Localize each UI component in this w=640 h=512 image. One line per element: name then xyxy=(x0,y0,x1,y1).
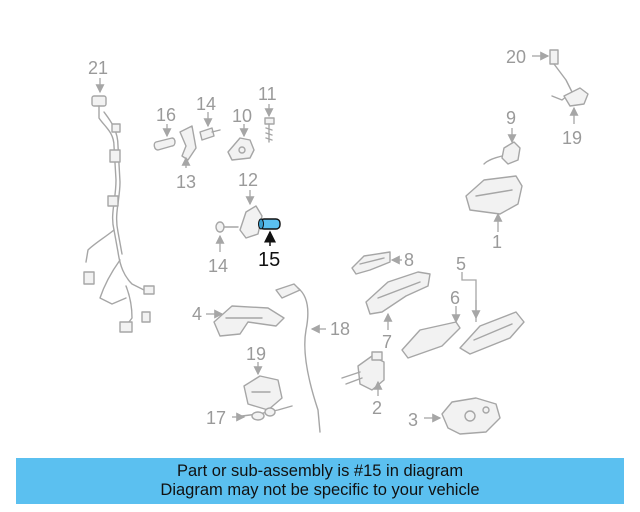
part-14-bolt-top xyxy=(199,127,221,141)
callout-7: 7 xyxy=(382,332,392,352)
callout-6: 6 xyxy=(450,288,460,308)
part-4-handle-housing xyxy=(213,305,285,337)
part-10-bracket xyxy=(227,137,255,161)
callout-20: 19 xyxy=(562,128,582,148)
part-19-bracket xyxy=(243,375,283,411)
part-7-handle-assembly xyxy=(365,271,431,315)
banner-line-2: Diagram may not be specific to your vehi… xyxy=(160,481,480,499)
part-9-switch xyxy=(483,141,521,165)
callout-15[interactable]: 15 xyxy=(258,249,280,271)
part-21-bracket xyxy=(549,49,573,101)
callout-14-top: 14 xyxy=(196,94,216,114)
callout-5: 5 xyxy=(456,254,466,274)
part-12-latch-bracket xyxy=(239,205,263,239)
callout-8: 8 xyxy=(404,250,414,270)
part-16-pin xyxy=(153,137,176,151)
leader-lines xyxy=(95,51,579,423)
callout-11: 11 xyxy=(258,84,277,104)
callout-22: 21 xyxy=(88,58,108,78)
part-5-handle xyxy=(459,311,525,355)
callout-14-bottom: 14 xyxy=(208,256,228,276)
part-3-latch xyxy=(441,397,501,435)
callout-19: 19 xyxy=(246,344,266,364)
callout-2: 2 xyxy=(372,398,382,418)
callout-3: 3 xyxy=(408,410,418,430)
callout-1: 1 xyxy=(492,232,502,252)
parts-diagram: 21 16 14 10 11 13 12 14 15 4 18 19 17 2 … xyxy=(83,47,589,435)
callout-16: 16 xyxy=(156,105,176,125)
callout-labels: 21 16 14 10 11 13 12 14 15 4 18 19 17 2 … xyxy=(88,47,582,430)
part-22-wiring-harness xyxy=(83,95,155,333)
part-8-handle-base xyxy=(351,251,391,275)
callout-18: 18 xyxy=(330,319,350,339)
part-11-screw xyxy=(264,117,275,143)
part-6-handle-cover xyxy=(401,321,461,359)
part-17-rod-clip xyxy=(241,405,293,421)
banner-line-1: Part or sub-assembly is #15 in diagram xyxy=(176,462,464,480)
info-banner: Part or sub-assembly is #15 in diagram D… xyxy=(16,458,624,504)
part-18-lock-rod xyxy=(275,283,321,433)
callout-12: 12 xyxy=(238,170,258,190)
callout-17: 17 xyxy=(206,408,226,428)
callout-21: 20 xyxy=(506,47,526,67)
callout-13: 13 xyxy=(176,172,196,192)
callout-10: 10 xyxy=(232,106,252,126)
part-13-bracket xyxy=(179,125,197,161)
callout-9: 9 xyxy=(506,108,516,128)
part-20-lamp xyxy=(563,87,589,107)
part-1-lamp-housing xyxy=(465,175,523,215)
part-14-screw-bottom xyxy=(215,221,239,233)
callout-4: 4 xyxy=(192,304,202,324)
part-15-highlighted[interactable] xyxy=(258,218,281,230)
